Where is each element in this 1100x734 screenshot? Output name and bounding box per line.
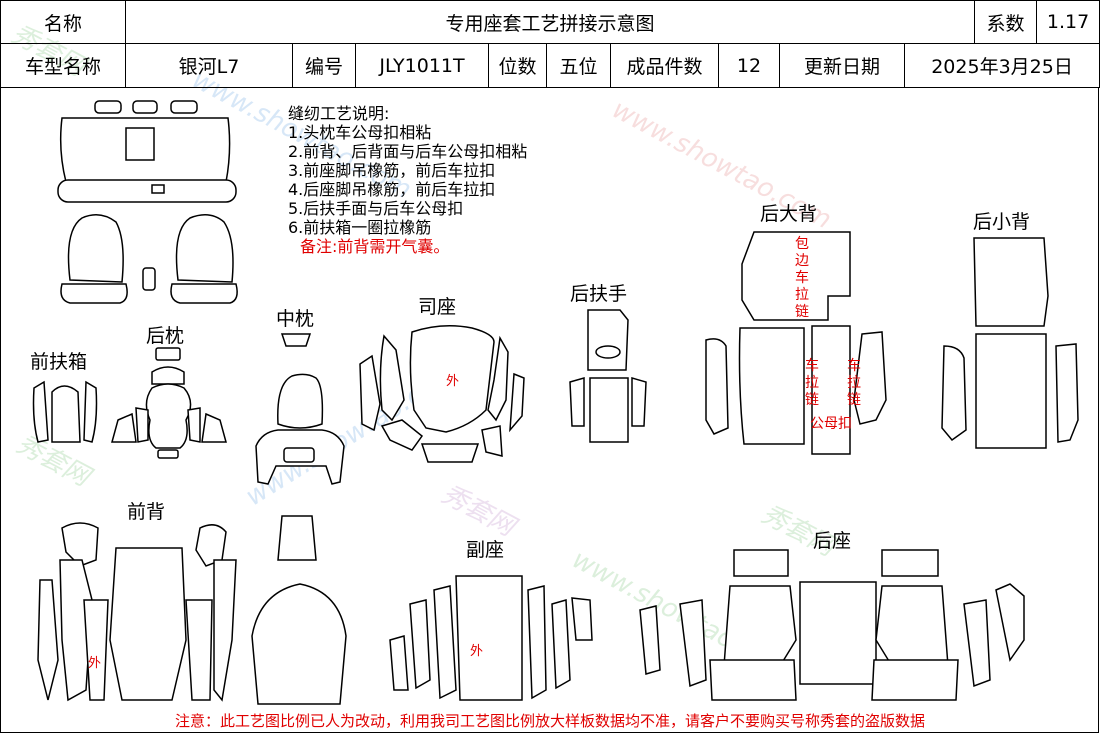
note-item: 6.前扶箱一圈拉橡筋 bbox=[288, 218, 432, 237]
seats-label: 位数 bbox=[488, 43, 547, 88]
zipper-right-note: 车拉链 bbox=[847, 358, 861, 408]
rear-big-back-pieces bbox=[705, 231, 887, 455]
label-front-back: 前背 bbox=[127, 501, 166, 523]
driver-seat-pieces bbox=[359, 325, 525, 463]
label-rear-armrest: 后扶手 bbox=[570, 283, 628, 305]
rear-seat-pieces bbox=[639, 549, 1025, 701]
date-label: 更新日期 bbox=[779, 43, 905, 88]
pieces-value: 12 bbox=[718, 43, 780, 88]
front-armbox-pieces bbox=[32, 380, 98, 443]
snap-note: 公母扣 bbox=[810, 416, 852, 432]
middle-pillow-pieces bbox=[255, 333, 345, 485]
seats-value: 五位 bbox=[546, 43, 611, 88]
label-driver-seat: 司座 bbox=[418, 296, 457, 318]
zipper-edge-note: 包边车拉链 bbox=[795, 236, 809, 320]
note-item: 3.前座脚吊橡筋，前后车拉扣 bbox=[288, 161, 496, 180]
rear-pillow-pieces bbox=[111, 347, 227, 459]
label-front-armbox: 前扶箱 bbox=[30, 351, 88, 373]
rear-seat-preview bbox=[57, 100, 237, 203]
label-rear-seat: 后座 bbox=[813, 530, 852, 552]
footer-warning: 注意：此工艺图比例已人为改动，利用我司工艺图比例放大样板数据均不准，请客户不要购… bbox=[174, 712, 925, 730]
front-seat-preview bbox=[60, 214, 238, 304]
label-rear-pillow: 后枕 bbox=[146, 325, 185, 347]
date-value: 2025年3月25日 bbox=[903, 43, 1100, 88]
zipper-left-note: 车拉链 bbox=[805, 358, 819, 408]
code-label: 编号 bbox=[292, 43, 356, 88]
label-rear-big-back: 后大背 bbox=[760, 203, 818, 225]
front-back-pieces bbox=[37, 515, 347, 705]
sewing-notes: 缝纫工艺说明: 1.头枕车公母扣相粘 2.前背、后背面与后车公母扣相粘 3.前座… bbox=[288, 104, 527, 256]
label-rear-small-back: 后小背 bbox=[973, 211, 1031, 233]
header-table: 名称 专用座套工艺拼接示意图 系数 1.17 车型名称 银河L7 编号 JLY1… bbox=[0, 0, 1100, 88]
label-middle-pillow: 中枕 bbox=[276, 308, 315, 330]
name-label: 名称 bbox=[0, 0, 126, 44]
notes-title: 缝纫工艺说明: bbox=[288, 104, 390, 123]
rear-small-back-pieces bbox=[941, 237, 1079, 449]
note-item: 2.前背、后背面与后车公母扣相粘 bbox=[288, 142, 528, 161]
drawing-frame bbox=[0, 87, 1099, 733]
note-item: 5.后扶手面与后车公母扣 bbox=[288, 199, 464, 218]
notes-remark: 备注:前背需开气囊。 bbox=[300, 237, 450, 256]
code-value: JLY1011T bbox=[355, 43, 489, 88]
passenger-seat-pieces bbox=[389, 575, 593, 701]
outer-mark: 外 bbox=[88, 656, 102, 671]
coef-value: 1.17 bbox=[1036, 0, 1100, 44]
note-item: 4.后座脚吊橡筋，前后车拉扣 bbox=[288, 180, 496, 199]
rear-armrest-pieces bbox=[569, 309, 647, 443]
page-title: 专用座套工艺拼接示意图 bbox=[124, 0, 976, 44]
pieces-label: 成品件数 bbox=[610, 43, 719, 88]
outer-mark: 外 bbox=[446, 374, 460, 389]
note-item: 1.头枕车公母扣相粘 bbox=[288, 123, 432, 142]
outer-mark: 外 bbox=[470, 644, 484, 659]
label-passenger-seat: 副座 bbox=[466, 539, 505, 561]
